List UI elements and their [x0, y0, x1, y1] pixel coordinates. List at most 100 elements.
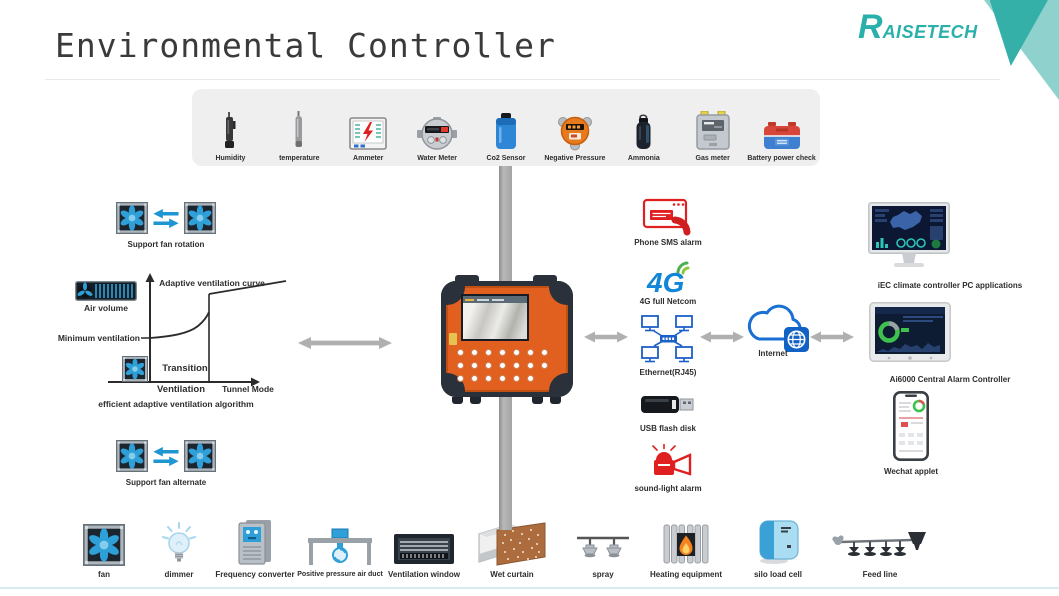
- fan-icon: [122, 356, 148, 382]
- feed-line-icon: [832, 532, 926, 556]
- chart-caption: efficient adaptive ventilation algorithm: [98, 399, 254, 409]
- connection-arrow: [298, 337, 392, 349]
- sensor-item-ammonia: Ammonia: [609, 95, 678, 162]
- positive-pressure-duct-label: Positive pressure air duct: [297, 571, 383, 578]
- tunnel-mode-label: Tunnel Mode: [222, 384, 274, 394]
- central-alarm-label: Ai6000 Central Alarm Controller: [889, 375, 1011, 384]
- heating-equipment-label: Heating equipment: [649, 570, 722, 579]
- fan-icon: [184, 202, 216, 234]
- 4g-netcom-icon: 4G: [646, 261, 690, 296]
- fan-alternate-group: Support fan alternate: [100, 440, 232, 488]
- silo-load-cell-icon: [759, 520, 799, 564]
- pc-monitor-icon: [868, 202, 950, 267]
- page-title: Environmental Controller: [55, 26, 556, 65]
- header-divider: [45, 79, 1000, 80]
- silo-load-cell-label: silo load cell: [753, 570, 802, 579]
- ammonia-sensor-icon: [633, 107, 655, 151]
- air-volume-label: Air volume: [84, 303, 128, 313]
- usb-flash-disk-icon: [641, 396, 694, 413]
- spray-icon: [577, 536, 629, 558]
- sound-light-alarm-label: sound-light alarm: [634, 484, 702, 493]
- controller-button: [485, 362, 492, 369]
- controller-port: [470, 397, 481, 404]
- fan-rotation-label: Support fan rotation: [127, 240, 205, 249]
- controller-button: [527, 375, 534, 382]
- fan-alternate-label: Support fan alternate: [125, 478, 207, 487]
- fan-icon: [184, 440, 216, 472]
- ammeter-icon: [349, 107, 388, 151]
- ethernet-icon: [641, 315, 693, 363]
- controller-screen-statusbar: [463, 296, 527, 303]
- dimmer-label: dimmer: [164, 570, 194, 579]
- negative-pressure-sensor-icon: [555, 107, 595, 151]
- fan-icon: [116, 202, 148, 234]
- controller-button: [513, 349, 520, 356]
- wet-curtain-icon: [478, 522, 546, 566]
- controller-top-tab: [533, 275, 557, 282]
- controller-button: [527, 362, 534, 369]
- water-meter-icon: [417, 107, 458, 151]
- environmental-controller-device: [441, 281, 573, 397]
- controller-port: [550, 397, 561, 404]
- sensor-item-co2: Co2 Sensor: [472, 95, 541, 162]
- swap-arrows-icon: [153, 447, 179, 466]
- controller-side-label: [449, 333, 457, 345]
- pc-applications-label: iEC climate controller PC applications: [877, 281, 1023, 290]
- spray-label: spray: [592, 570, 614, 579]
- controller-button: [499, 375, 506, 382]
- wechat-applet-label: Wechat applet: [883, 467, 939, 476]
- sensor-item-humidity: Humidity: [196, 95, 265, 162]
- controller-button: [471, 362, 478, 369]
- ventilation-window-label: Ventilation window: [388, 570, 460, 579]
- output-fan-label: fan: [98, 570, 110, 579]
- fan-bank-icon: [75, 281, 137, 301]
- wechat-phone-icon: [893, 391, 929, 461]
- output-fan-icon: [83, 524, 125, 566]
- controller-button: [541, 362, 548, 369]
- fan-icon: [116, 440, 148, 472]
- connection-arrow: [810, 331, 854, 343]
- minimum-ventilation-label: Minimum ventilation: [57, 333, 140, 343]
- controller-port: [452, 397, 463, 404]
- positive-pressure-duct-icon: [308, 528, 372, 565]
- central-alarm-tablet-icon: [869, 302, 951, 362]
- controller-button: [471, 375, 478, 382]
- logo-initial: R: [858, 8, 883, 46]
- fan-rotation-group: Support fan rotation: [100, 202, 232, 250]
- phone-sms-alarm-label: Phone SMS alarm: [634, 238, 702, 247]
- swap-arrows-icon: [153, 209, 179, 228]
- controller-button: [513, 362, 520, 369]
- feed-line-label: Feed line: [862, 570, 898, 579]
- controller-button: [457, 375, 464, 382]
- sound-light-alarm-icon: [652, 444, 692, 476]
- controller-button: [457, 349, 464, 356]
- sensor-item-water-meter: Water Meter: [403, 95, 472, 162]
- frequency-converter-icon: [238, 520, 271, 565]
- svg-text:4G: 4G: [646, 267, 684, 296]
- connection-arrow: [700, 331, 744, 343]
- controller-button: [457, 362, 464, 369]
- internet-label: Internet: [758, 349, 788, 358]
- logo-text: AISETECH: [882, 22, 978, 42]
- controller-port: [532, 397, 543, 404]
- usb-flash-disk-label: USB flash disk: [639, 424, 696, 433]
- controller-button: [471, 349, 478, 356]
- co2-sensor-icon: [493, 107, 519, 151]
- wet-curtain-label: Wet curtain: [490, 570, 534, 579]
- controller-button: [527, 349, 534, 356]
- curve-axes: [108, 273, 287, 387]
- battery-icon: [762, 107, 802, 151]
- controller-screen-image: [463, 303, 527, 339]
- frequency-converter-label: Frequency converter: [215, 570, 295, 579]
- transition-label: Transition: [162, 363, 208, 374]
- sensor-item-battery: Battery power check: [747, 95, 816, 162]
- 4g-netcom-label: 4G full Netcom: [639, 297, 697, 306]
- phone-sms-alarm-icon: [642, 198, 691, 236]
- controller-button: [485, 349, 492, 356]
- internet-cloud-icon: [747, 304, 809, 352]
- controller-top-tab: [455, 275, 479, 282]
- ventilation-curve-chart: Adaptive ventilation curve Air volume Mi…: [58, 272, 293, 412]
- heating-equipment-icon: [663, 524, 709, 564]
- ventilation-window-icon: [394, 534, 454, 564]
